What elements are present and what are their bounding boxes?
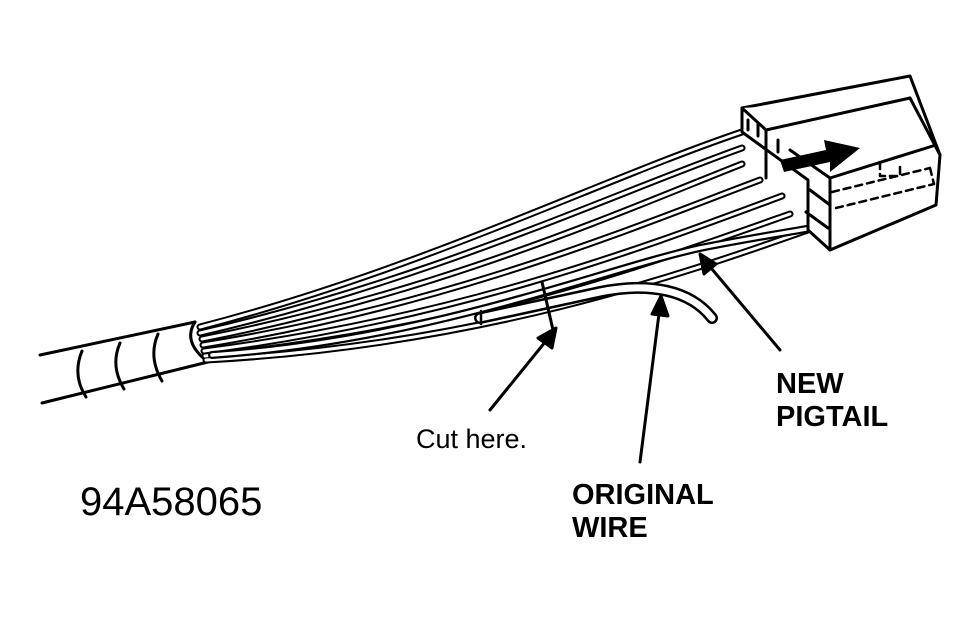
cut-here-label: Cut here. <box>416 424 528 454</box>
new-pigtail-label-line-1: NEW <box>776 368 844 400</box>
new-pigtail-label: NEW PIGTAIL <box>776 368 888 434</box>
leader-arrow-new-pigtail <box>698 252 782 352</box>
cut-mark <box>540 280 555 332</box>
new-pigtail-wire <box>208 224 816 359</box>
original-wire <box>474 281 718 326</box>
original-wire-label-line-1: ORIGINAL <box>572 479 714 511</box>
figure-id-label: 94A58065 <box>80 480 263 524</box>
original-wire-label-line-2: WIRE <box>572 512 648 544</box>
terminal-outline-dashed <box>830 160 936 210</box>
leader-arrow-original-wire <box>638 294 670 464</box>
original-wire-label: ORIGINAL WIRE <box>572 479 714 545</box>
taped-cable-bundle <box>38 320 210 405</box>
new-pigtail-label-line-2: PIGTAIL <box>776 401 889 433</box>
insertion-arrow <box>780 140 860 172</box>
leader-arrow-cut <box>488 326 558 412</box>
